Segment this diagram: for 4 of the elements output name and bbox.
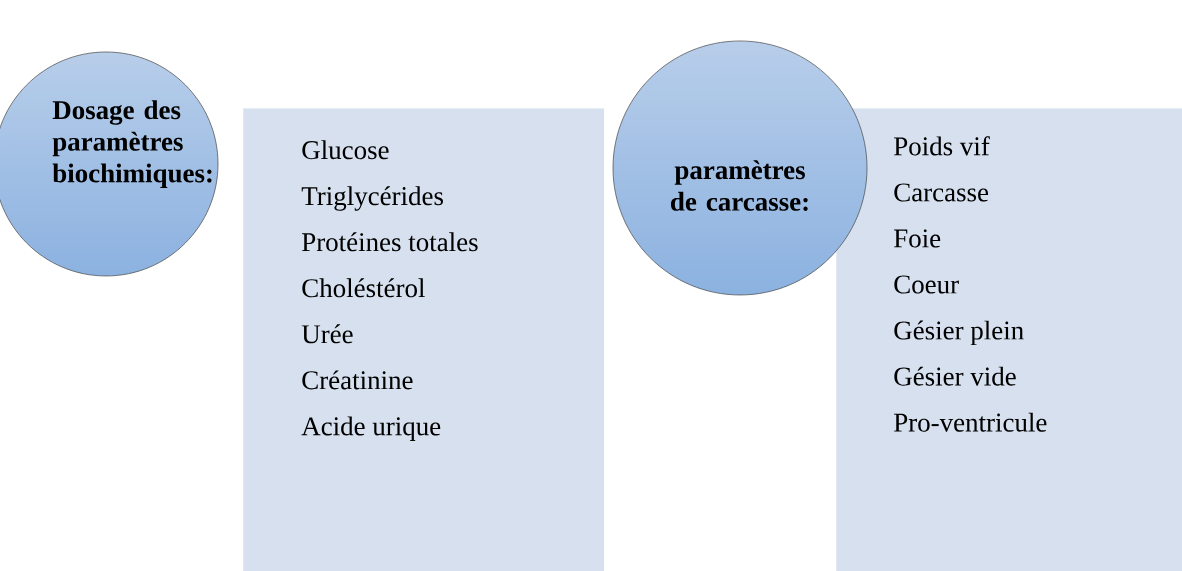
circle-label: Dosage des paramètres biochimiques: [0,51,219,277]
list-panel: Poids vif Carcasse Foie Coeur Gésier plein Gésier vide Pro-ventricule [836,108,1182,571]
list-panel: Glucose Triglycérides Protéines totales Choléstérol Urée Créatinine Acide urique [243,108,605,571]
circle-label: paramètres de carcasse: [612,40,868,296]
